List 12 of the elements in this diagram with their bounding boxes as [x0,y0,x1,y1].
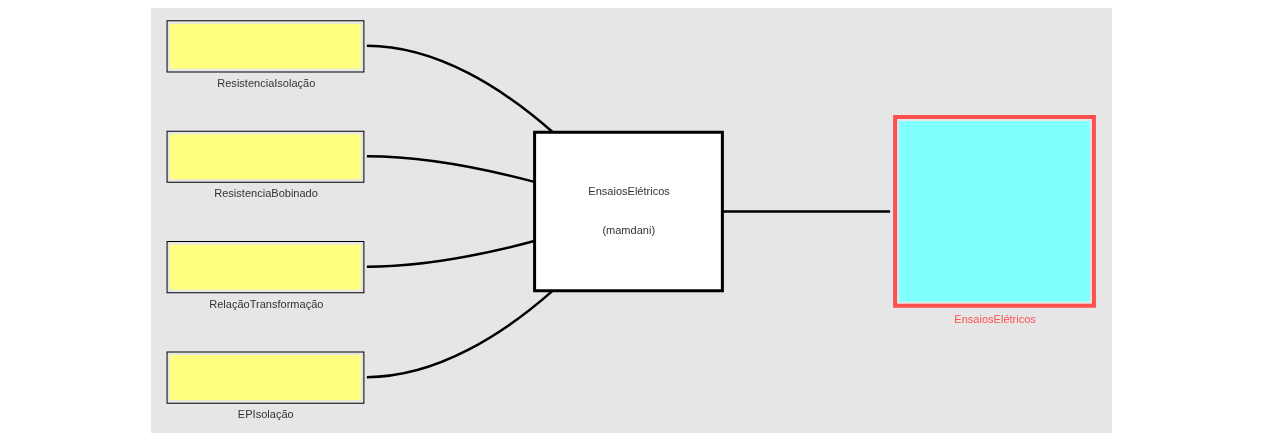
connector [366,154,535,184]
connector [366,289,554,379]
node-label: ResistenciaIsolação [217,76,316,89]
node-label: ResistenciaBobinado [214,187,318,200]
node-label: EPIsolação [237,408,294,421]
connector [722,210,891,213]
node-label: EnsaiosElétricos [954,312,1036,325]
node-box: EnsaiosElétricos (mamdani) [533,130,724,293]
connector [366,44,554,133]
connector [366,239,535,268]
node-box [893,115,1096,308]
node-label: RelaçãoTransformação [209,297,324,310]
